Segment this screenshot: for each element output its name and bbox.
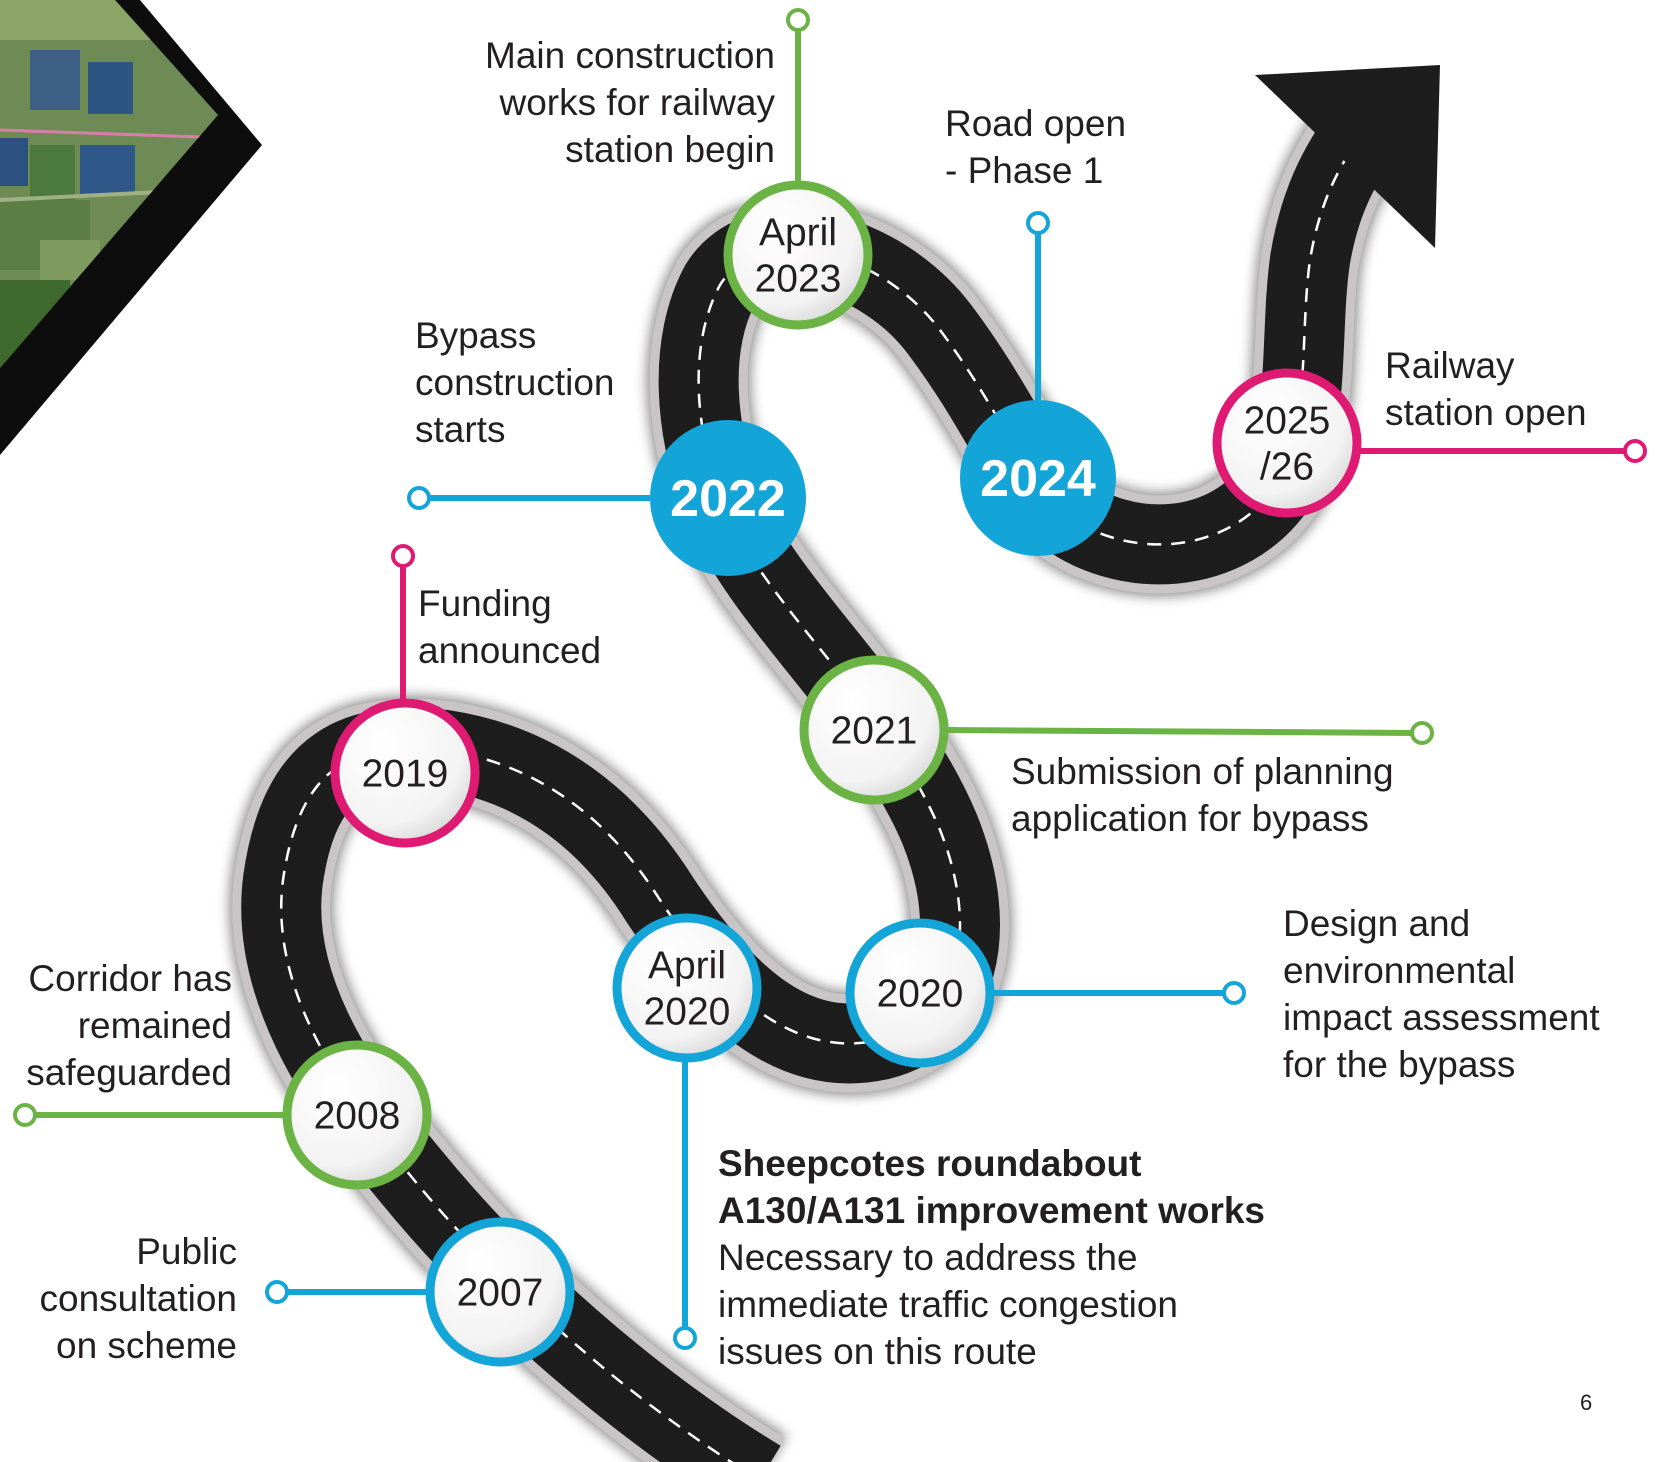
milestone-circle-y2008 bbox=[282, 1040, 432, 1190]
milestone-y2024: 2024 bbox=[960, 400, 1116, 556]
milestone-y2021: 2021 bbox=[799, 655, 949, 805]
aerial-farmland-photo bbox=[0, 0, 262, 455]
milestone-circle-april2020 bbox=[612, 913, 762, 1063]
label-2024: Road open- Phase 1 bbox=[945, 103, 1127, 191]
connector-y2021 bbox=[943, 727, 1423, 736]
milestone-y2007: 2007 bbox=[425, 1217, 575, 1367]
milestone-circle-y2019 bbox=[330, 698, 480, 848]
milestone-label-y2021: 2021 bbox=[831, 710, 918, 753]
milestone-label-y2020: 2020 bbox=[877, 973, 964, 1016]
milestone-label-y2024: 2024 bbox=[980, 450, 1096, 508]
milestone-y2025: 2025/26 bbox=[1212, 368, 1362, 518]
page-number: 6 bbox=[1580, 1390, 1593, 1415]
milestone-circle-y2024 bbox=[960, 400, 1116, 556]
milestone-circle-y2025 bbox=[1212, 368, 1362, 518]
milestone-circle-y2022 bbox=[650, 420, 806, 576]
connector-dot-y2019 bbox=[391, 544, 415, 568]
milestone-circle-y2007 bbox=[425, 1217, 575, 1367]
connector-dot-y2024 bbox=[1026, 211, 1050, 235]
milestone-label-y2007: 2007 bbox=[457, 1272, 544, 1315]
connector-dot-april2023 bbox=[786, 8, 810, 32]
milestone-label-y2019: 2019 bbox=[362, 753, 449, 796]
connector-dot-y2022 bbox=[407, 486, 431, 510]
milestone-y2019: 2019 bbox=[330, 698, 480, 848]
connector-dot-y2008 bbox=[13, 1103, 37, 1127]
connector-dot-y2020 bbox=[1222, 981, 1246, 1005]
milestone-label-y2025: 2025 bbox=[1244, 400, 1331, 443]
label-april-2020: Sheepcotes roundabout A130/A131 improvem… bbox=[718, 1143, 1266, 1372]
milestone-y2020: 2020 bbox=[845, 918, 995, 1068]
milestone-circle-y2020 bbox=[845, 918, 995, 1068]
connector-dot-april2020 bbox=[673, 1326, 697, 1350]
milestone-label-april2023: 2023 bbox=[755, 258, 842, 301]
milestone-label-april2023: April bbox=[759, 212, 837, 255]
milestone-y2008: 2008 bbox=[282, 1040, 432, 1190]
connector-dot-y2025 bbox=[1623, 439, 1647, 463]
milestone-label-y2008: 2008 bbox=[314, 1095, 401, 1138]
connector-dot-y2007 bbox=[265, 1280, 289, 1304]
milestone-circle-y2021 bbox=[799, 655, 949, 805]
milestone-label-april2020: April bbox=[648, 945, 726, 988]
milestone-circle-april2023 bbox=[723, 180, 873, 330]
milestone-label-y2025: /26 bbox=[1260, 446, 1314, 489]
road-arrow-head bbox=[1255, 65, 1440, 248]
milestone-label-april2020: 2020 bbox=[644, 991, 731, 1034]
milestone-label-y2022: 2022 bbox=[670, 470, 786, 528]
milestone-y2022: 2022 bbox=[650, 420, 806, 576]
connector-dot-y2021 bbox=[1410, 721, 1434, 745]
